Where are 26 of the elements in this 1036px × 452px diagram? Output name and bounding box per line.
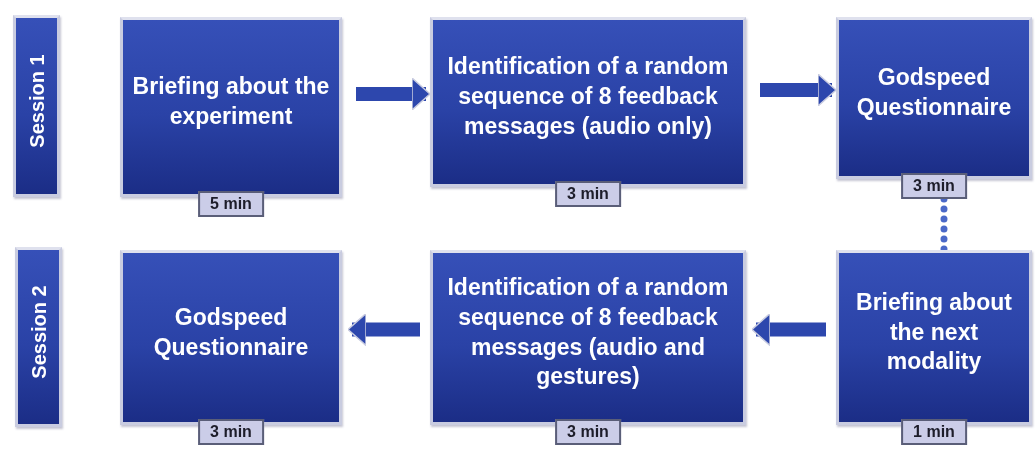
process-box xyxy=(836,17,1032,179)
duration-tag: 1 min xyxy=(901,419,967,445)
block-arrow xyxy=(751,312,826,347)
step-text: Briefing about the next modality xyxy=(855,287,1013,377)
process-box xyxy=(430,17,746,187)
session-bar xyxy=(13,15,60,197)
process-box xyxy=(120,17,342,197)
process-box xyxy=(836,250,1032,425)
block-arrow xyxy=(347,312,420,347)
block-arrow xyxy=(760,73,837,107)
step-text: Briefing about the experiment xyxy=(131,72,331,131)
session-bar xyxy=(15,247,62,427)
step-text: Identification of a random sequence of 8 feedback messages (audio and gestures) xyxy=(446,272,730,392)
duration-tag: 3 min xyxy=(555,419,621,445)
process-box xyxy=(430,250,746,425)
session-label: Session 1 xyxy=(24,54,49,148)
session-label: Session 2 xyxy=(26,285,51,379)
duration-tag: 3 min xyxy=(901,173,967,199)
duration-tag: 3 min xyxy=(198,419,264,445)
duration-tag: 3 min xyxy=(555,181,621,207)
block-arrow xyxy=(356,77,431,111)
step-text: Godspeed Questionnaire xyxy=(152,302,310,362)
process-box xyxy=(120,250,342,425)
duration-tag: 5 min xyxy=(198,191,264,217)
step-text: Godspeed Questionnaire xyxy=(855,63,1013,122)
step-text: Identification of a random sequence of 8 feedback messages (audio only) xyxy=(446,52,730,141)
